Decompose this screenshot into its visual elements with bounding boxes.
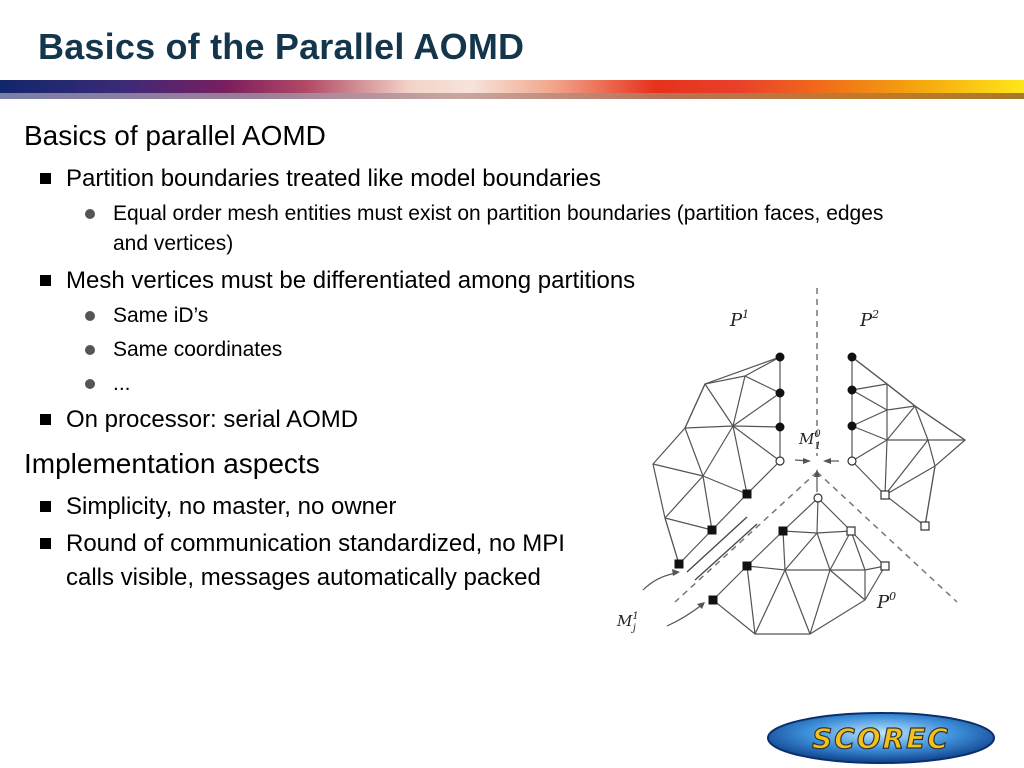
bullet-item: On processor: serial AOMD — [40, 403, 358, 437]
square-bullet-icon — [40, 173, 51, 184]
square-bullet-icon — [40, 538, 51, 549]
arrow-heads — [672, 458, 831, 609]
bullet-item: Mesh vertices must be differentiated amo… — [40, 264, 635, 298]
title-bar-shadow — [0, 93, 1024, 99]
title-gradient-bar — [0, 80, 1024, 93]
round-bullet-icon — [85, 379, 95, 389]
label-p1: P1 — [729, 308, 749, 331]
logo-text: SCOREC — [812, 722, 950, 755]
square-bullet-icon — [40, 275, 51, 286]
round-bullet-icon — [85, 345, 95, 355]
square-bullet-icon — [40, 501, 51, 512]
boundary-copy-lines — [686, 516, 758, 581]
section-heading: Implementation aspects — [24, 448, 320, 479]
sub-bullet-item: ... — [85, 369, 131, 399]
logo-ellipse — [767, 712, 995, 764]
section-heading: Basics of parallel AOMD — [24, 120, 326, 151]
round-bullet-icon — [85, 311, 95, 321]
partition-boundaries — [674, 288, 958, 603]
label-p2: P2 — [859, 308, 879, 331]
sub-bullet-item: Equal order mesh entities must exist on … — [85, 199, 913, 259]
mesh-edges — [652, 356, 966, 635]
round-bullet-icon — [85, 209, 95, 219]
label-p0: P0 — [876, 590, 896, 613]
slide-title: Basics of the Parallel AOMD — [38, 26, 525, 67]
bullet-item: Round of communication standardized, no … — [40, 527, 571, 595]
bullet-item: Partition boundaries treated like model … — [40, 162, 601, 196]
scorec-logo: SCOREC — [767, 712, 995, 764]
sub-bullet-item: Same coordinates — [85, 335, 282, 365]
partition-vertices-filled — [674, 352, 857, 605]
partition-vertices-open — [775, 456, 930, 571]
sub-bullet-item: Same iD’s — [85, 301, 208, 331]
square-bullet-icon — [40, 414, 51, 425]
bullet-item: Simplicity, no master, no owner — [40, 490, 396, 524]
mesh-partition-diagram: P1 P2 P0 M01 M1j — [616, 288, 966, 635]
